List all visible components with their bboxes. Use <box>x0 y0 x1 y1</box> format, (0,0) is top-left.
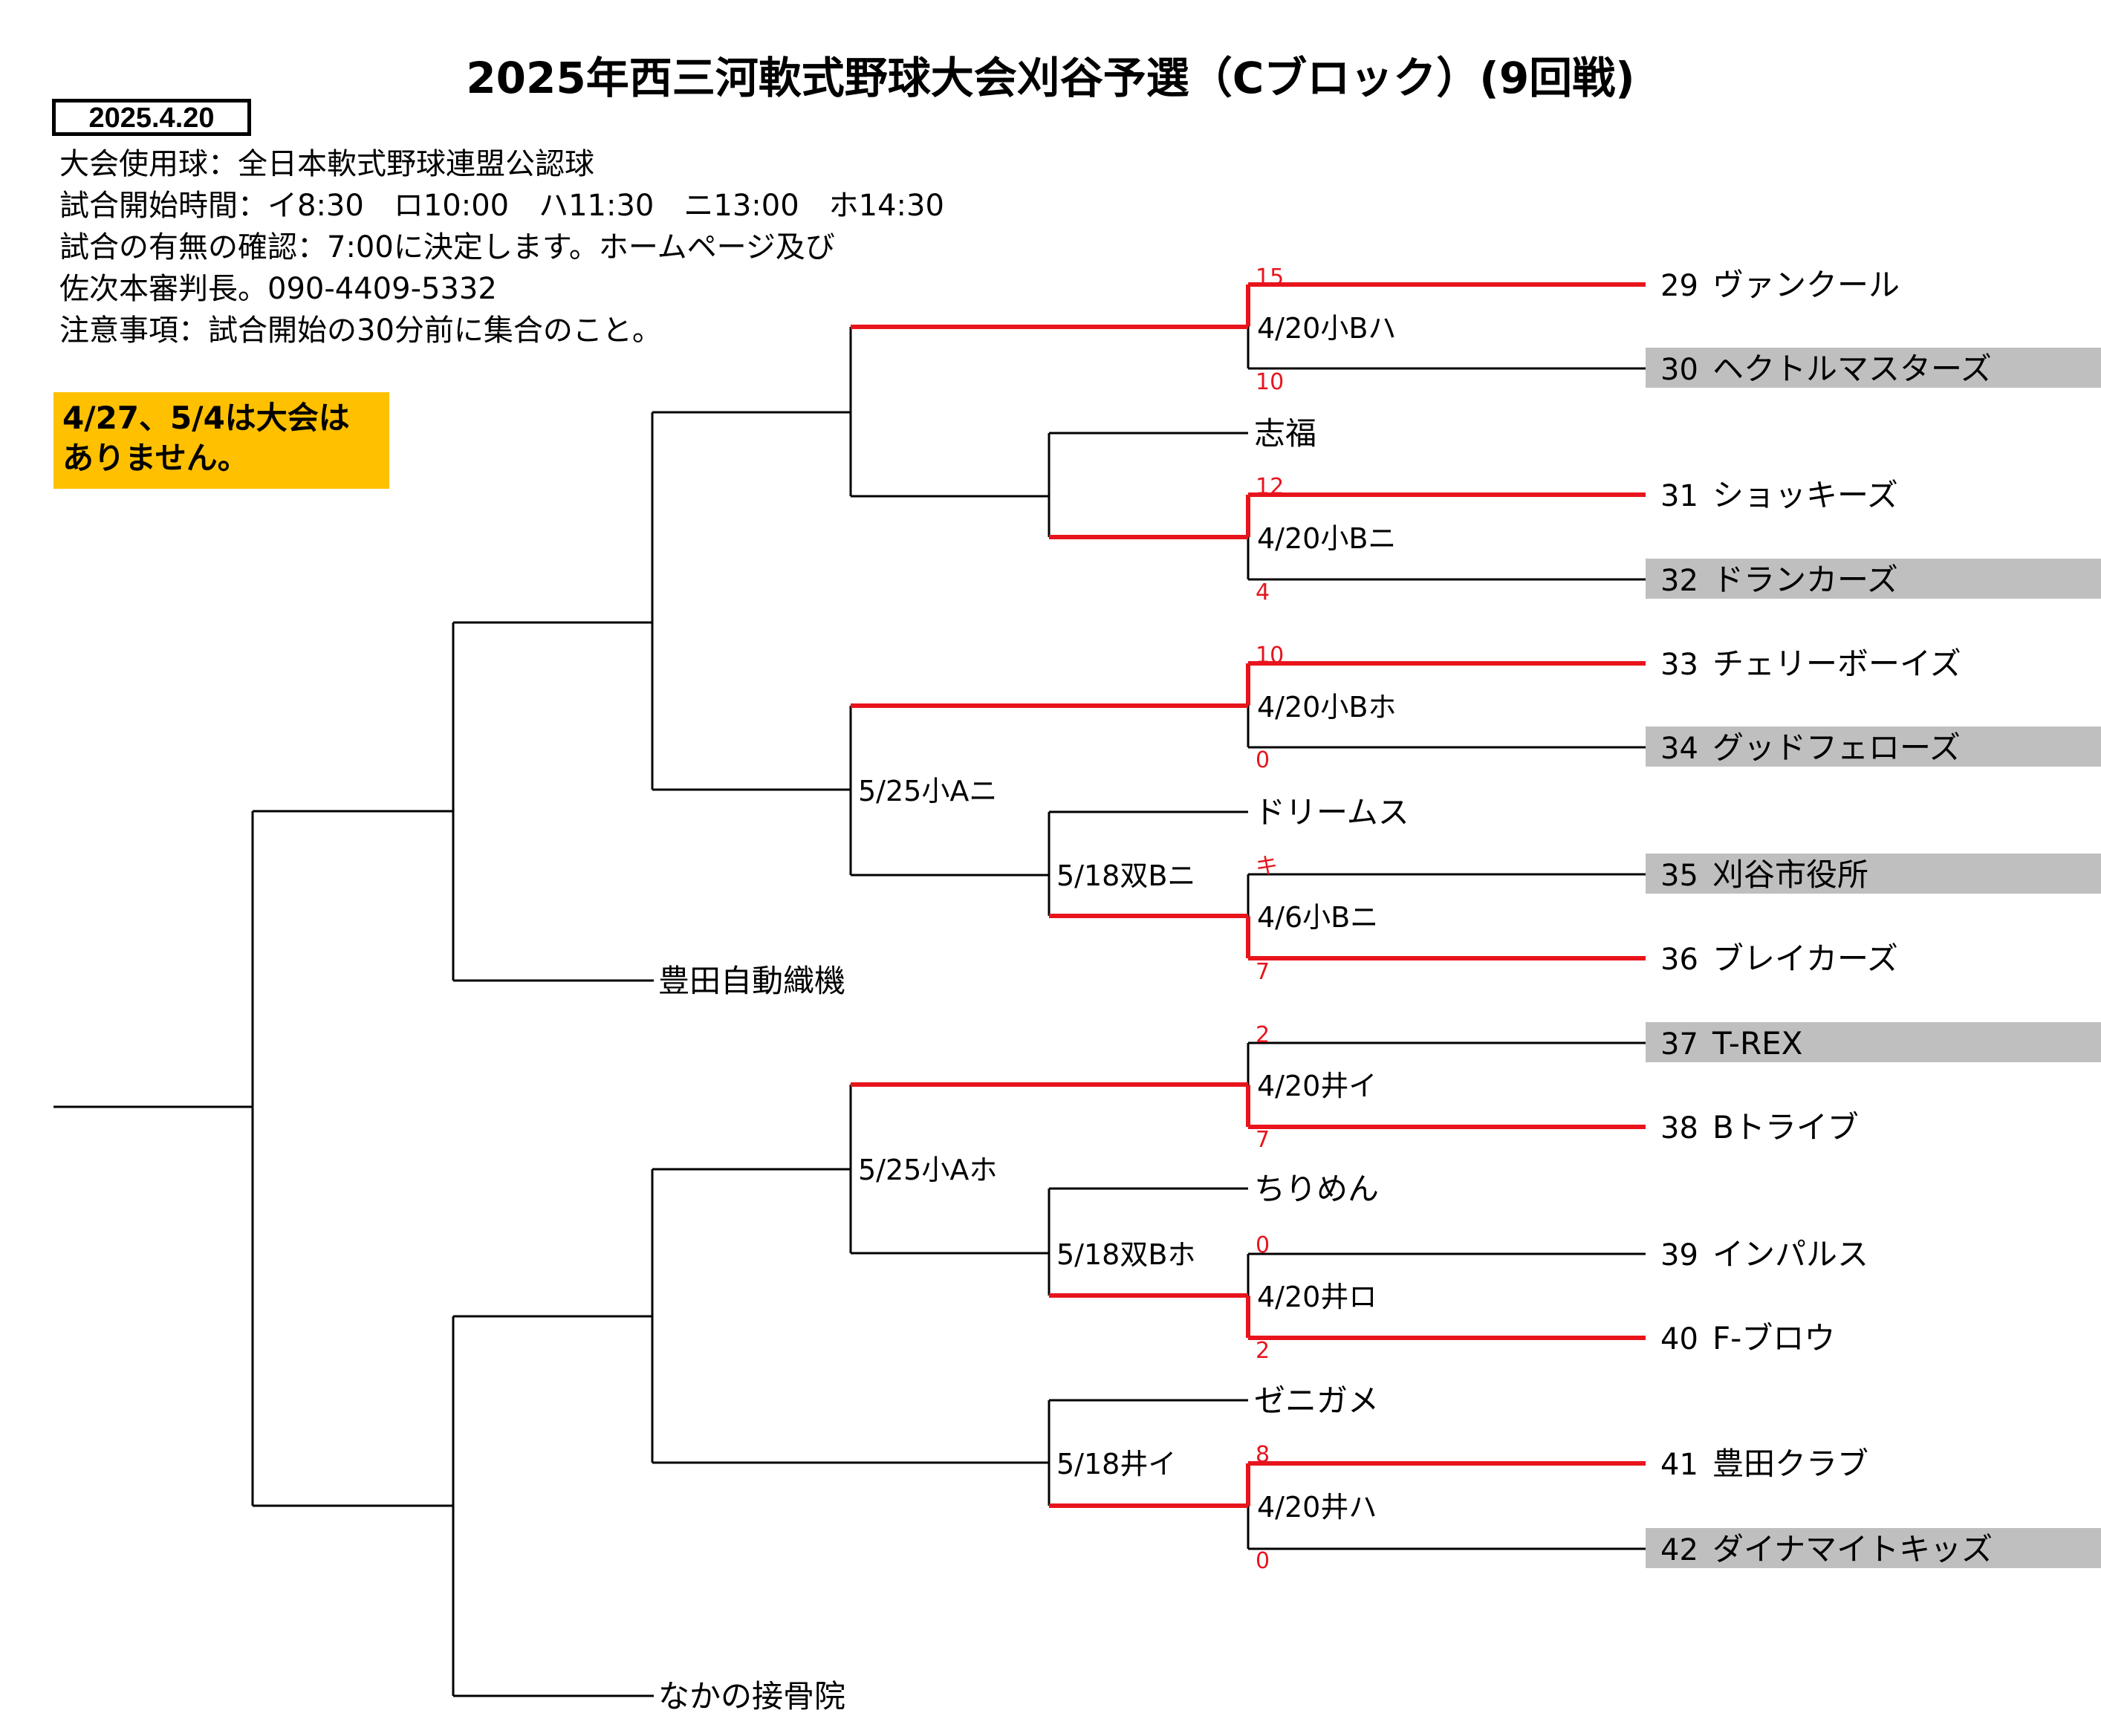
team-row-highlight <box>1646 726 2101 767</box>
date-box: 2025.4.20 <box>52 99 251 136</box>
team-row-highlight <box>1646 1528 2101 1568</box>
team-name: ヘクトルマスターズ <box>1712 351 1992 387</box>
notice-line-2: ありません。 <box>62 440 249 476</box>
team-name: 豊田クラブ <box>1712 1446 1868 1482</box>
team-number: 39 <box>1660 1238 1698 1272</box>
team-name: インパルス <box>1712 1236 1868 1272</box>
team-name: T-REX <box>1712 1025 1802 1062</box>
info-confirmation: 試合の有無の確認：7:00に決定します。ホームページ及び <box>59 230 835 264</box>
score-label: 10 <box>1256 643 1284 669</box>
team-number: 38 <box>1660 1111 1698 1145</box>
score-label: 10 <box>1256 369 1284 395</box>
match-label: 4/20井ハ <box>1257 1491 1377 1524</box>
match-label: 4/20井イ <box>1257 1070 1377 1102</box>
team-name: 刈谷市役所 <box>1712 856 1868 893</box>
score-label: 4 <box>1256 579 1270 605</box>
team-row-highlight <box>1646 559 2101 599</box>
score-label: 2 <box>1256 1022 1270 1048</box>
score-label: 8 <box>1256 1442 1270 1468</box>
seeded-team: なかの接骨院 <box>658 1678 845 1714</box>
team-row-highlight <box>1646 1022 2101 1062</box>
info-ball: 大会使用球：全日本軟式野球連盟公認球 <box>59 147 594 181</box>
team-number: 41 <box>1660 1448 1698 1482</box>
notice-line-1: 4/27、5/4は大会は <box>62 400 350 436</box>
match-label: 4/20小Bホ <box>1257 691 1396 724</box>
seeded-team: ゼニガメ <box>1254 1382 1379 1419</box>
match-label: 5/25小Aホ <box>858 1154 997 1186</box>
team-row-highlight <box>1646 854 2101 894</box>
team-number: 40 <box>1660 1322 1698 1356</box>
notice-box: 4/27、5/4は大会は ありません。 <box>53 392 389 489</box>
match-label: 4/20井ロ <box>1257 1281 1377 1313</box>
team-name: グッドフェローズ <box>1712 729 1961 766</box>
seeded-team: ちりめん <box>1254 1171 1379 1207</box>
team-name: Bトライブ <box>1712 1109 1859 1145</box>
team-name: ショッキーズ <box>1712 477 1898 513</box>
score-label: キ <box>1256 854 1278 880</box>
score-label: 0 <box>1256 747 1270 773</box>
team-number: 42 <box>1660 1533 1698 1567</box>
team-name: チェリーボーイズ <box>1712 646 1961 682</box>
seeded-team: 志福 <box>1254 415 1316 452</box>
match-label: 5/18双Bニ <box>1056 859 1195 892</box>
score-label: 7 <box>1256 959 1270 985</box>
page-title: 2025年西三河軟式野球大会刈谷予選（Cブロック）(9回戦) <box>466 53 1635 103</box>
match-label: 4/20小Bハ <box>1257 312 1396 345</box>
team-number: 29 <box>1660 269 1698 303</box>
team-number: 37 <box>1660 1027 1698 1062</box>
team-number: 32 <box>1660 564 1698 598</box>
info-contact: 佐次本審判長。090-4409-5332 <box>59 272 497 306</box>
match-label: 5/25小Aニ <box>858 775 997 807</box>
team-number: 36 <box>1660 943 1698 977</box>
info-start-times: 試合開始時間：イ8:30 ロ10:00 ハ11:30 ニ13:00 ホ14:30 <box>59 189 944 223</box>
info-notes: 注意事項：試合開始の30分前に集合のこと。 <box>59 313 662 348</box>
seeded-team: ドリームス <box>1254 794 1409 830</box>
match-label: 4/6小Bニ <box>1257 901 1378 934</box>
score-label: 0 <box>1256 1548 1270 1574</box>
score-label: 15 <box>1256 264 1284 290</box>
match-label: 5/18井イ <box>1056 1448 1176 1480</box>
team-number: 35 <box>1660 859 1698 893</box>
team-name: ブレイカーズ <box>1712 940 1898 977</box>
team-number: 33 <box>1660 648 1698 682</box>
team-number: 30 <box>1660 353 1698 387</box>
team-row-highlight <box>1646 348 2101 388</box>
team-name: ヴァンクール <box>1712 267 1900 303</box>
score-label: 7 <box>1256 1127 1270 1153</box>
score-label: 0 <box>1256 1232 1270 1258</box>
seeded-team: 豊田自動織機 <box>658 963 845 999</box>
team-name: ダイナマイトキッズ <box>1712 1531 1993 1567</box>
team-number: 34 <box>1660 732 1698 766</box>
team-number: 31 <box>1660 479 1698 513</box>
score-label: 12 <box>1256 474 1284 500</box>
team-name: F-ブロウ <box>1712 1320 1835 1356</box>
match-label: 5/18双Bホ <box>1056 1238 1195 1271</box>
match-label: 4/20小Bニ <box>1257 522 1396 555</box>
score-label: 2 <box>1256 1338 1270 1364</box>
team-name: ドランカーズ <box>1712 562 1898 598</box>
